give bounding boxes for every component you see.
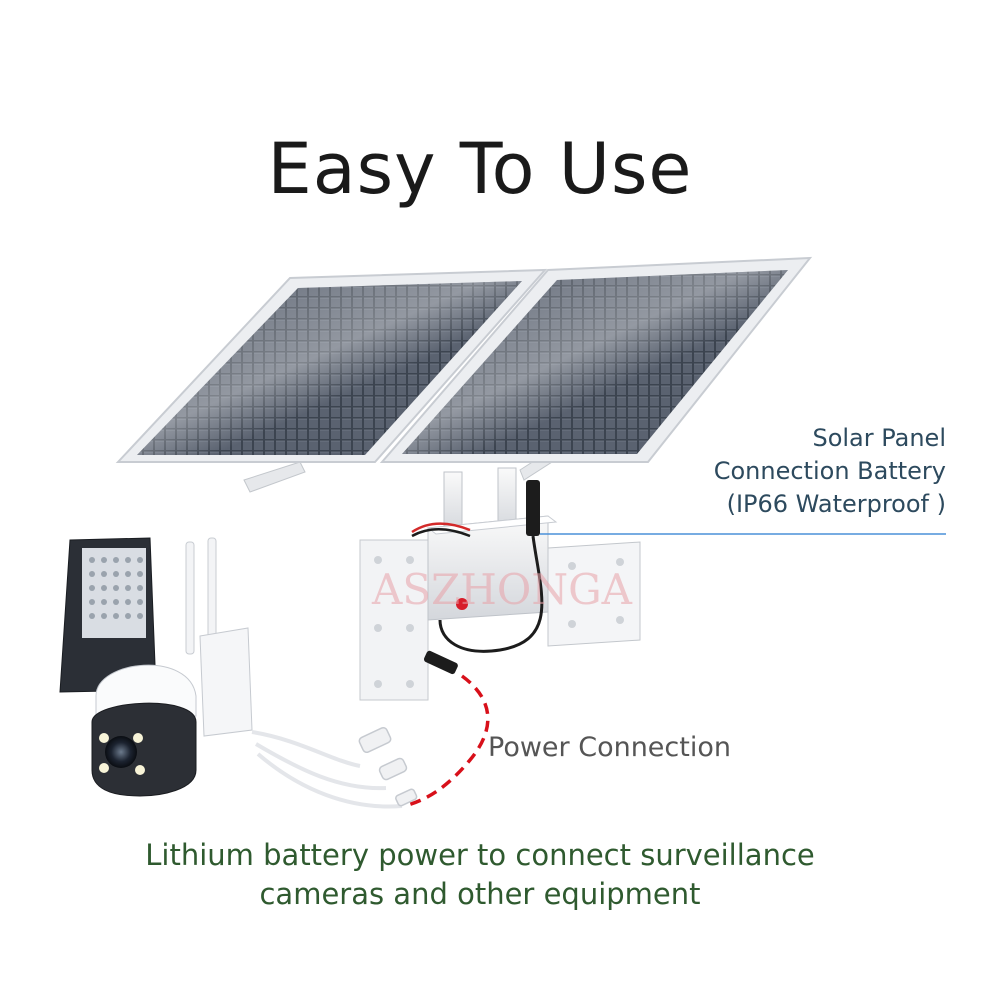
page-title: Easy To Use xyxy=(267,128,693,210)
caption-line1: Lithium battery power to connect surveil… xyxy=(145,838,815,872)
side-bracket xyxy=(547,541,641,647)
camera-cables xyxy=(251,726,418,809)
ptz-camera xyxy=(91,537,253,797)
solar-label-line2: Connection Battery xyxy=(713,457,946,485)
power-cable xyxy=(404,650,490,808)
solar-panel-right xyxy=(379,256,813,463)
solar-label-line3: (IP66 Waterproof ) xyxy=(726,490,946,518)
camera-lens-icon xyxy=(105,736,137,768)
watermark-logo: ASZHONGA xyxy=(371,565,633,614)
power-switch-icon xyxy=(456,598,468,610)
solar-panel-left xyxy=(115,268,548,463)
solar-label-line1: Solar Panel xyxy=(812,424,946,452)
wall-mount-plate xyxy=(359,539,429,701)
solar-cable xyxy=(411,480,544,653)
power-connection-label: Power Connection xyxy=(488,732,731,763)
product-caption: Lithium battery power to connect surveil… xyxy=(0,836,960,914)
caption-line2: cameras and other equipment xyxy=(259,877,701,911)
street-light xyxy=(59,537,157,693)
solar-panel-label: Solar Panel Connection Battery (IP66 Wat… xyxy=(714,422,946,521)
antenna-left xyxy=(185,541,195,655)
